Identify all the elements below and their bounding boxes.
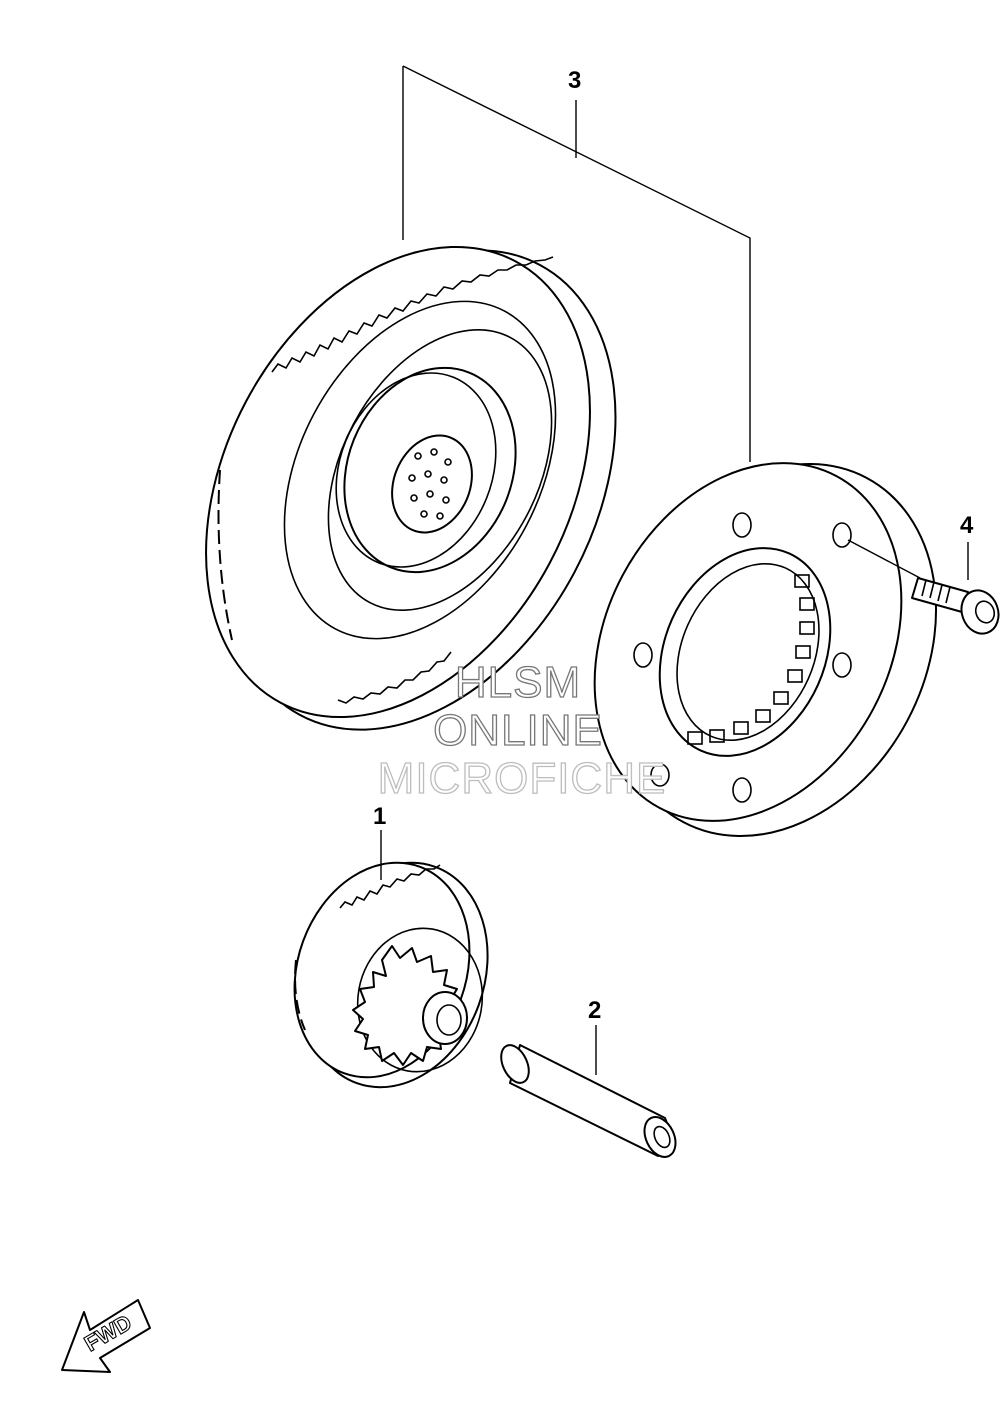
callout-1: 1 bbox=[373, 803, 386, 830]
callout-4: 4 bbox=[960, 512, 974, 539]
hub-needle-dots bbox=[408, 448, 452, 520]
watermark-line-2: ONLINE bbox=[433, 706, 603, 755]
socket-bolt[interactable] bbox=[911, 577, 1000, 639]
starter-idle-gear[interactable] bbox=[265, 837, 518, 1113]
watermark-line-1: HLSM bbox=[455, 658, 581, 707]
leader-lines bbox=[380, 65, 969, 1075]
gear-teeth-large bbox=[271, 256, 554, 704]
driven-gear-assembly[interactable] bbox=[129, 181, 694, 798]
callout-2: 2 bbox=[588, 997, 601, 1024]
starter-clutch-housing[interactable] bbox=[534, 407, 999, 892]
sprag-elements bbox=[687, 574, 815, 745]
watermark: HLSM ONLINE MICROFICHE bbox=[377, 657, 667, 803]
watermark-line-3: MICROFICHE bbox=[378, 754, 667, 803]
fwd-arrow-icon: FWD bbox=[61, 1299, 151, 1373]
callout-3: 3 bbox=[568, 67, 581, 94]
idle-gear-shaft[interactable] bbox=[496, 1041, 682, 1162]
